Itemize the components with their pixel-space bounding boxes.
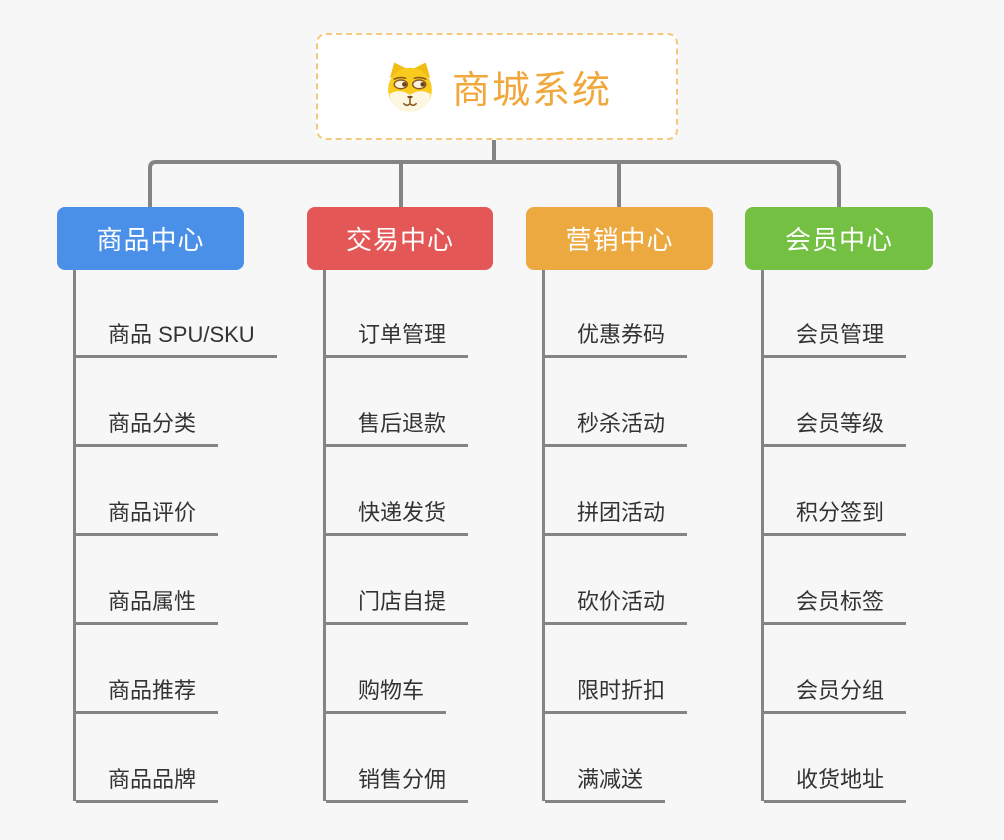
child-node[interactable]: 商品 SPU/SKU [76,320,277,358]
branch-node-product-center[interactable]: 商品中心 [57,207,244,270]
child-node[interactable]: 会员管理 [764,320,907,358]
branch-label: 营销中心 [565,225,674,255]
child-node[interactable]: 商品品牌 [76,765,219,803]
branch-node-member-center[interactable]: 会员中心 [745,207,933,270]
branch-children-member: 会员管理 会员等级 积分签到 会员标签 会员分组 收货地址 [761,270,907,803]
branch-node-marketing-center[interactable]: 营销中心 [526,207,713,270]
child-node[interactable]: 销售分佣 [326,765,469,803]
branch-label: 交易中心 [345,225,454,255]
child-node[interactable]: 满减送 [545,765,666,803]
dog-face-icon [388,62,432,111]
branch-children-trade: 订单管理 售后退款 快递发货 门店自提 购物车 销售分佣 [323,270,469,803]
child-node[interactable]: 购物车 [326,676,447,714]
child-node[interactable]: 商品分类 [76,409,219,447]
child-node[interactable]: 会员标签 [764,587,907,625]
child-node[interactable]: 商品属性 [76,587,219,625]
branch-label: 商品中心 [96,225,205,255]
branch-children-product: 商品 SPU/SKU 商品分类 商品评价 商品属性 商品推荐 商品品牌 [73,270,277,803]
child-node[interactable]: 积分签到 [764,498,907,536]
branch-node-trade-center[interactable]: 交易中心 [307,207,493,270]
child-node[interactable]: 优惠券码 [545,320,688,358]
child-node[interactable]: 限时折扣 [545,676,688,714]
child-node[interactable]: 会员分组 [764,676,907,714]
child-node[interactable]: 快递发货 [326,498,469,536]
child-node[interactable]: 砍价活动 [545,587,688,625]
child-node[interactable]: 收货地址 [764,765,907,803]
root-title: 商城系统 [451,70,612,112]
child-node[interactable]: 会员等级 [764,409,907,447]
root-node[interactable]: 商城系统 [316,33,678,140]
child-node[interactable]: 商品推荐 [76,676,219,714]
child-node[interactable]: 售后退款 [326,409,469,447]
child-node[interactable]: 商品评价 [76,498,219,536]
branch-children-marketing: 优惠券码 秒杀活动 拼团活动 砍价活动 限时折扣 满减送 [542,270,688,803]
child-node[interactable]: 拼团活动 [545,498,688,536]
child-node[interactable]: 门店自提 [326,587,469,625]
child-node[interactable]: 订单管理 [326,320,469,358]
child-node[interactable]: 秒杀活动 [545,409,688,447]
branch-label: 会员中心 [784,225,893,255]
